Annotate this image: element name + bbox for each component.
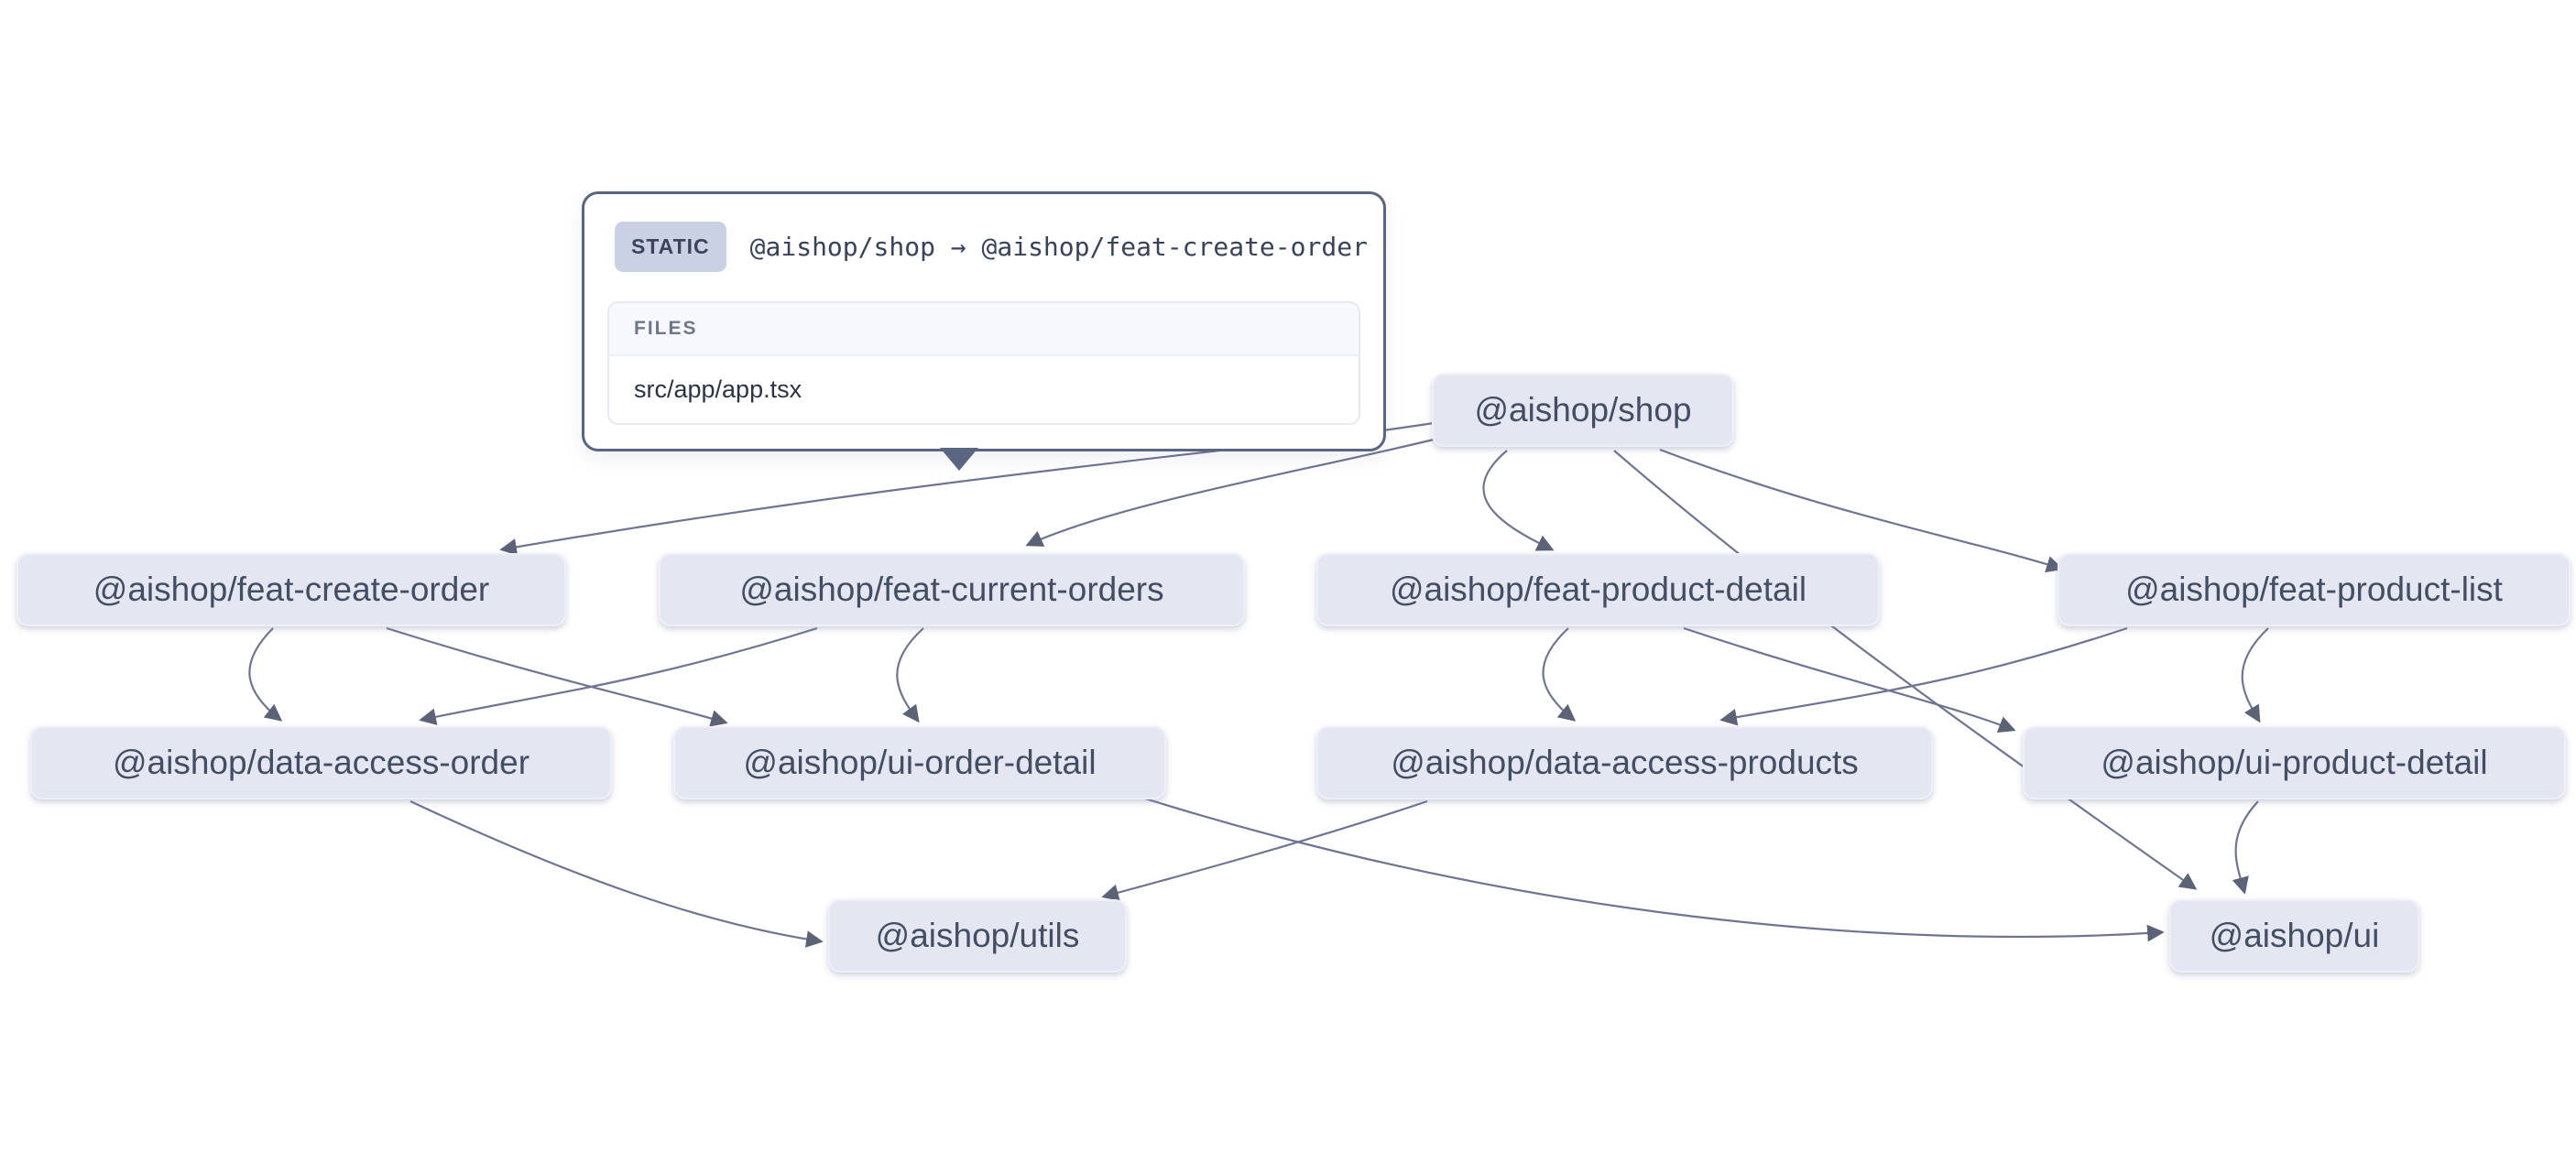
graph-node-data-access-products[interactable]: @aishop/data-access-products bbox=[1316, 726, 1933, 799]
file-path-item: src/app/app.tsx bbox=[609, 356, 1359, 423]
files-panel: FILES src/app/app.tsx bbox=[607, 301, 1360, 425]
edge-route-text: @aishop/shop → @aishop/feat-create-order bbox=[749, 232, 1368, 262]
edge-feat-product-detail-to-data-access-products[interactable] bbox=[1542, 627, 1577, 722]
graph-node-feat-create-order[interactable]: @aishop/feat-create-order bbox=[16, 553, 566, 626]
graph-node-shop[interactable]: @aishop/shop bbox=[1432, 374, 1734, 447]
edge-feat-product-list-to-data-access-products[interactable] bbox=[1719, 626, 2128, 726]
edge-tooltip-header: STATIC @aishop/shop → @aishop/feat-creat… bbox=[615, 222, 1368, 272]
edge-data-access-products-to-utils[interactable] bbox=[1101, 799, 1428, 901]
graph-node-utils[interactable]: @aishop/utils bbox=[828, 899, 1127, 973]
edge-shop-to-ui[interactable] bbox=[1613, 450, 2198, 890]
edge-shop-to-feat-current-orders[interactable] bbox=[1025, 438, 1435, 547]
files-section-label: FILES bbox=[609, 303, 1359, 356]
edge-feat-product-list-to-ui-product-detail[interactable] bbox=[2241, 627, 2269, 723]
edge-ui-order-detail-to-ui[interactable] bbox=[1144, 797, 2165, 942]
edge-feat-current-orders-to-ui-order-detail[interactable] bbox=[896, 627, 924, 723]
edge-ui-product-detail-to-ui[interactable] bbox=[2232, 800, 2259, 895]
edge-feat-create-order-to-ui-order-detail[interactable] bbox=[386, 626, 728, 727]
graph-node-ui-order-detail[interactable]: @aishop/ui-order-detail bbox=[673, 726, 1166, 799]
graph-node-data-access-order[interactable]: @aishop/data-access-order bbox=[30, 726, 612, 799]
edge-feat-current-orders-to-data-access-order[interactable] bbox=[419, 626, 818, 725]
edge-data-access-order-to-utils[interactable] bbox=[409, 800, 824, 948]
graph-node-feat-current-orders[interactable]: @aishop/feat-current-orders bbox=[659, 553, 1245, 626]
edge-shop-to-feat-product-detail[interactable] bbox=[1482, 450, 1555, 551]
edge-type-badge: STATIC bbox=[615, 222, 726, 272]
tooltip-caret bbox=[940, 448, 978, 471]
graph-node-feat-product-list[interactable]: @aishop/feat-product-list bbox=[2058, 553, 2571, 626]
graph-node-feat-product-detail[interactable]: @aishop/feat-product-detail bbox=[1316, 553, 1880, 626]
edge-shop-to-feat-product-list[interactable] bbox=[1659, 448, 2064, 573]
graph-node-ui[interactable]: @aishop/ui bbox=[2169, 899, 2419, 973]
graph-node-ui-product-detail[interactable]: @aishop/ui-product-detail bbox=[2023, 726, 2566, 799]
edge-feat-product-detail-to-ui-product-detail[interactable] bbox=[1683, 626, 2016, 734]
edge-feat-create-order-to-data-access-order[interactable] bbox=[248, 627, 283, 722]
edge-tooltip: STATIC @aishop/shop → @aishop/feat-creat… bbox=[582, 191, 1386, 451]
